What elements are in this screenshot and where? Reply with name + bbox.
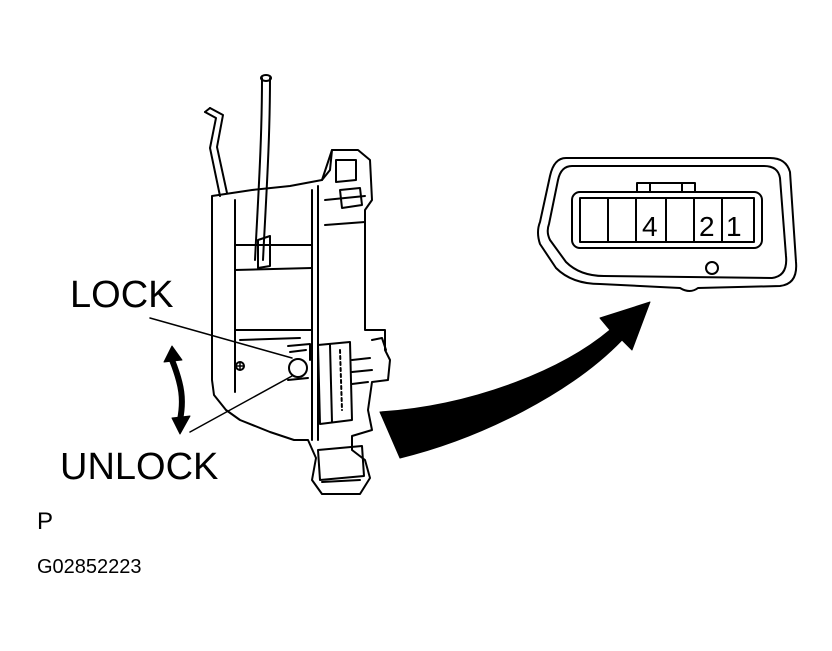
connector-locating-hole — [705, 261, 719, 275]
actuator-housing — [211, 149, 391, 495]
door-lock-actuator — [204, 74, 391, 495]
lock-unlock-arrow — [169, 357, 185, 423]
connector-inner-shell — [546, 165, 788, 279]
unlock-label: UNLOCK — [60, 446, 219, 488]
terminal-2-label: 2 — [699, 211, 715, 242]
actuator-rod-long — [254, 74, 272, 261]
arrowhead-down-icon — [171, 415, 191, 435]
lock-leader-line — [149, 317, 293, 359]
connector-outer-shell — [537, 157, 798, 292]
connector-latch — [636, 182, 696, 193]
view-label: P — [37, 508, 54, 535]
unlock-leader-line — [189, 375, 293, 433]
arrowhead-up-icon — [163, 345, 183, 363]
lock-unlock-indicator — [149, 317, 293, 435]
callout-arrow-icon — [379, 301, 651, 459]
lock-label: LOCK — [70, 274, 174, 316]
connector-face-view — [537, 157, 798, 292]
terminal-1-label: 1 — [726, 211, 742, 242]
terminal-dividers — [607, 197, 723, 243]
figure-code: G02852223 — [37, 556, 142, 578]
terminal-4-label: 4 — [642, 211, 658, 242]
connector-face — [571, 191, 763, 249]
actuator-rod-bent — [204, 107, 228, 197]
